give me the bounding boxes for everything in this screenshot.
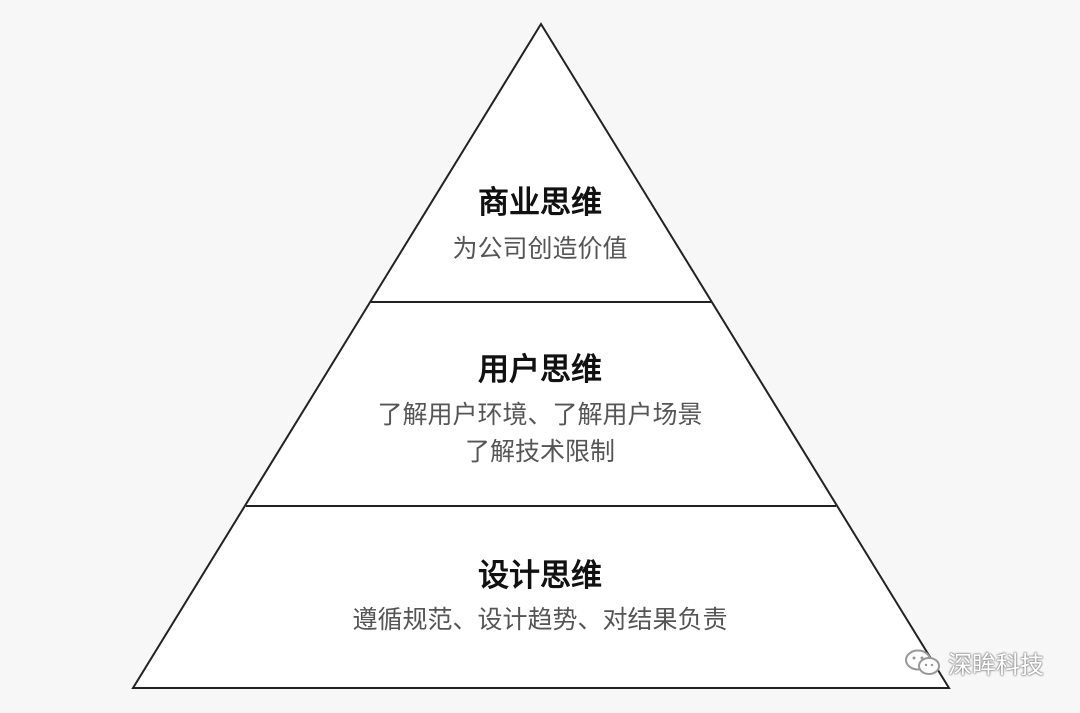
tier-description: 了解技术限制 [465,437,615,466]
tier-title: 用户思维 [478,352,602,388]
tier-title: 商业思维 [478,185,602,221]
tier-description: 遵循规范、设计趋势、对结果负责 [352,605,727,634]
tier-user: 用户思维 了解用户环境、了解用户场景 了解技术限制 [377,352,702,466]
tier-description: 为公司创造价值 [452,234,627,263]
pyramid-outline [131,22,951,689]
watermark-text: 深眸科技 [948,651,1044,679]
tier-business: 商业思维 为公司创造价值 [452,185,627,263]
tier-title: 设计思维 [478,558,602,594]
tier-description: 了解用户环境、了解用户场景 [377,400,702,429]
wechat-icon [905,649,940,675]
tier-design: 设计思维 遵循规范、设计趋势、对结果负责 [352,558,727,634]
watermark: 深眸科技 [904,645,1044,680]
